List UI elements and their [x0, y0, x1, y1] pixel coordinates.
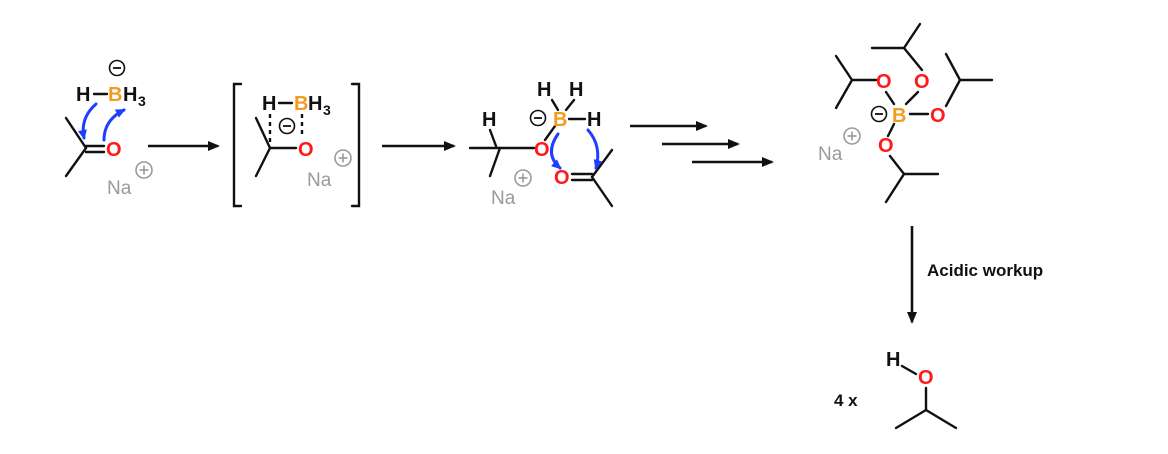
- borate-positive-charge-icon: [843, 127, 861, 145]
- ts-oxygen-atom: O: [298, 139, 314, 161]
- negative-charge-icon: [108, 59, 126, 77]
- hydride-h: H: [76, 84, 90, 106]
- structure-5-isopropanol: 4 x H O: [834, 349, 958, 430]
- methyl-bond: [944, 52, 962, 82]
- o-c-bond: [888, 154, 906, 176]
- hydroxyl-h: H: [886, 349, 900, 371]
- oxygen-atom: O: [106, 139, 122, 161]
- workup-label: Acidic workup: [927, 261, 1043, 280]
- alkoxy-oxygen: O: [534, 139, 550, 161]
- o-b-bond: [543, 124, 557, 142]
- ts-methyl-bond: [254, 116, 272, 150]
- borate-negative-charge-icon: [870, 105, 888, 123]
- curly-arrow-hydride: [78, 102, 98, 140]
- alkoxy-positive-charge-icon: [514, 169, 532, 187]
- right-bracket: [350, 82, 361, 208]
- bh3-h: H: [123, 84, 137, 106]
- methine-h: H: [482, 109, 496, 131]
- alkoxy-boron: B: [553, 109, 567, 131]
- b-o-bond: [904, 90, 920, 106]
- ts-methyl-bond: [254, 146, 272, 178]
- b-h-bond: [564, 98, 576, 112]
- alkoxy-sodium-ion: Na: [491, 188, 516, 209]
- structure-2-transition-state: H B H 3 O Na: [232, 82, 361, 208]
- curly-arrow-oxygen-to-boron: [550, 132, 562, 170]
- borohydride-negative-charge-icon: [529, 109, 547, 127]
- ts-sodium-ion: Na: [307, 170, 332, 191]
- methyl-bond: [924, 408, 958, 430]
- sodium-ion: Na: [107, 178, 132, 199]
- structure-3-alkoxyborohydride: H O B H H H O Na: [468, 79, 614, 209]
- ts-hydride-h: H: [262, 93, 276, 115]
- ts-bh3-h: H: [308, 93, 322, 115]
- b-h-bond: [550, 98, 560, 112]
- borohydride-h: H: [569, 79, 583, 101]
- structure-4-tetraalkoxyborate: B O O O O Na: [818, 22, 994, 204]
- ts-negative-charge-icon: [278, 117, 296, 135]
- structure-1-reactants: H B H 3 O Na: [64, 59, 153, 199]
- o-c-bond: [902, 46, 924, 72]
- ts-boron-atom: B: [294, 93, 308, 115]
- acetone-oxygen: O: [554, 167, 570, 189]
- hydroxyl-oxygen: O: [918, 367, 934, 389]
- methyl-bond: [64, 146, 88, 178]
- methyl-bond: [902, 22, 922, 50]
- left-bracket: [232, 82, 243, 208]
- c-h-bond: [488, 128, 498, 148]
- ts-bh3-subscript: 3: [323, 102, 331, 118]
- borate-oxygen-1: O: [876, 71, 892, 93]
- bh3-subscript: 3: [138, 93, 146, 109]
- product-count: 4 x: [834, 391, 858, 410]
- positive-charge-icon: [135, 161, 153, 179]
- methyl-bond: [894, 408, 928, 430]
- curly-arrow-oxygen: [102, 108, 126, 142]
- borohydride-h: H: [587, 109, 601, 131]
- borate-oxygen-2: O: [914, 71, 930, 93]
- ts-positive-charge-icon: [334, 149, 352, 167]
- methyl-bond: [834, 54, 854, 82]
- o-h-bond: [900, 364, 918, 376]
- methyl-bond: [590, 175, 614, 208]
- methyl-bond: [590, 148, 614, 179]
- boron-atom: B: [108, 84, 122, 106]
- borate-oxygen-4: O: [878, 135, 894, 157]
- borate-boron: B: [892, 105, 906, 127]
- methyl-bond: [488, 146, 502, 178]
- borohydride-h: H: [537, 79, 551, 101]
- b-o-bond: [886, 122, 896, 138]
- methyl-bond: [64, 116, 88, 150]
- b-o-bond: [884, 90, 896, 106]
- methyl-bond: [834, 78, 854, 110]
- methyl-bond: [884, 172, 906, 204]
- o-c-bond: [944, 78, 962, 108]
- borate-oxygen-3: O: [930, 105, 946, 127]
- curly-arrow-hydride-transfer: [586, 128, 603, 170]
- borate-sodium-ion: Na: [818, 144, 843, 165]
